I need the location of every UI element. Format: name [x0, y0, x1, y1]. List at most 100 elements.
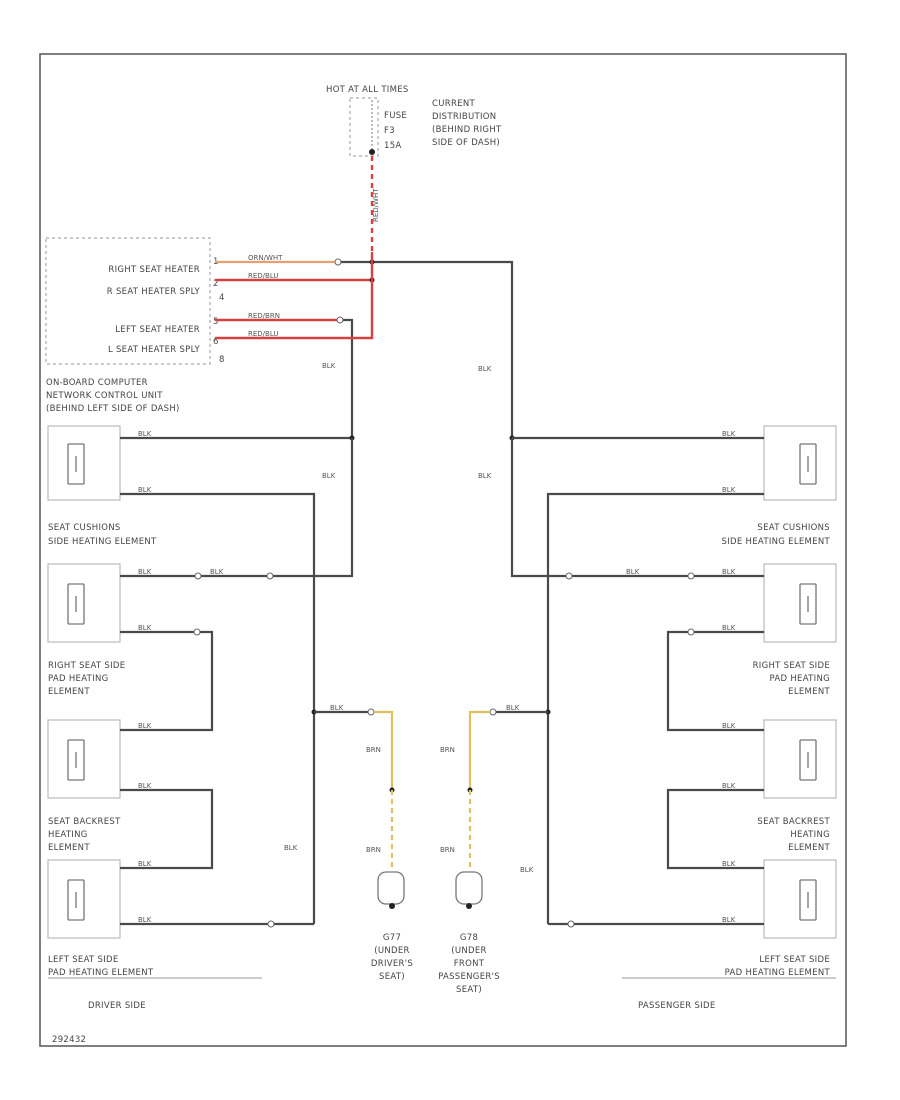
fuse-block: HOT AT ALL TIMES FUSE F3 15A CURRENT DIS…: [326, 85, 502, 157]
left-ground-wire: [374, 710, 394, 790]
ground-label: PASSENGER'S: [438, 972, 500, 982]
left-supply-wire-label: RED/BLU: [248, 330, 279, 338]
right-return: [546, 492, 764, 924]
left-trunk: [272, 438, 354, 578]
ground-label: (UNDER: [451, 946, 487, 956]
diagram-frame: [39, 53, 847, 1047]
left-element-label: PAD HEATING: [48, 674, 109, 684]
left-element-box: [47, 719, 121, 799]
wire-label: BLK: [722, 486, 736, 494]
resistor-symbol: [67, 739, 85, 781]
left-link: [120, 788, 214, 870]
connector-pin: [334, 258, 342, 266]
left-supply-wire: [215, 252, 374, 340]
diagram-id: 292432: [52, 1035, 86, 1045]
fuse-line: 15A: [384, 141, 402, 151]
fuse-line: FUSE: [384, 111, 407, 121]
control-unit-name: NETWORK CONTROL UNIT: [46, 391, 163, 401]
wire-label: BLK: [722, 782, 736, 790]
wire-label: BLK: [722, 860, 736, 868]
left-element-label: RIGHT SEAT SIDE: [48, 661, 125, 671]
ground-terminal: [466, 903, 472, 909]
control-unit: RIGHT SEAT HEATER 1 R SEAT HEATER SPLY 2…: [45, 237, 224, 414]
pin-label: L SEAT HEATER SPLY: [108, 345, 201, 355]
fuse-feed-wire-label: RED/WHT: [372, 188, 380, 222]
wire-label: BLK: [506, 704, 520, 712]
wire-label: BLK: [322, 472, 336, 480]
wire-label: BLK: [322, 362, 336, 370]
left-element-box: [47, 859, 121, 939]
connector-pin: [567, 920, 575, 928]
connector-pin: [367, 708, 375, 716]
wire-label: BLK: [138, 722, 152, 730]
pin-label: LEFT SEAT HEATER: [115, 325, 200, 335]
wire-label: BLK: [478, 472, 492, 480]
ground-wire-label: BRN: [366, 846, 381, 854]
left-element-label: HEATING: [48, 830, 88, 840]
connector-pin: [266, 572, 274, 580]
left-element-label: ELEMENT: [48, 687, 90, 697]
pin-number: 6: [213, 337, 219, 347]
connector-pin: [194, 572, 202, 580]
resistor-symbol: [67, 583, 85, 625]
wire-label: BLK: [722, 430, 736, 438]
pin-label: RIGHT SEAT HEATER: [108, 265, 200, 275]
wire-label: BLK: [722, 624, 736, 632]
ground-wire-label: BRN: [440, 746, 455, 754]
control-unit-name: ON-BOARD COMPUTER: [46, 378, 148, 388]
fuse-terminal: [369, 149, 375, 155]
left-heater-wire-label: RED/BRN: [248, 312, 280, 320]
ground-symbol: [455, 871, 483, 905]
ground-label: DRIVER'S: [371, 959, 413, 969]
right-element-label: PAD HEATING: [769, 674, 830, 684]
ground-label: (UNDER: [374, 946, 410, 956]
ground-g78: G78 (UNDER FRONT PASSENGER'S SEAT): [438, 871, 500, 995]
connector-pin: [687, 572, 695, 580]
wire-label: BLK: [138, 568, 152, 576]
right-link: [666, 788, 764, 870]
ground-label: FRONT: [454, 959, 485, 969]
resistor-symbol: [67, 443, 85, 485]
ground-wire-label: BRN: [440, 846, 455, 854]
right-ground-wire: [468, 710, 490, 790]
wire-label: BLK: [210, 568, 224, 576]
fuse-box-outline: [349, 97, 379, 157]
left-element-box: [47, 425, 121, 501]
resistor-symbol: [799, 583, 817, 625]
wire-label: BLK: [138, 782, 152, 790]
fuse-location-line: SIDE OF DASH): [432, 138, 500, 148]
fuse-line: F3: [384, 126, 395, 136]
connector-pin: [565, 572, 573, 580]
right-element-box: [763, 859, 837, 939]
ground-label: SEAT): [379, 972, 405, 982]
right-element-label: LEFT SEAT SIDE: [759, 955, 830, 965]
wire-label: BLK: [722, 722, 736, 730]
ground-g77: G77 (UNDER DRIVER'S SEAT): [371, 871, 413, 982]
wire-label: BLK: [138, 430, 152, 438]
right-element-label: SIDE HEATING ELEMENT: [721, 537, 830, 547]
ground-label: G78: [460, 933, 478, 943]
wire-label: BLK: [284, 844, 298, 852]
right-element-label: RIGHT SEAT SIDE: [753, 661, 830, 671]
connector-pin: [267, 920, 275, 928]
left-element-label: PAD HEATING ELEMENT: [48, 968, 154, 978]
side-label-right: PASSENGER SIDE: [638, 1001, 716, 1011]
wire-label: BLK: [330, 704, 344, 712]
wire-label: BLK: [138, 624, 152, 632]
control-unit-name: (BEHIND LEFT SIDE OF DASH): [46, 404, 180, 414]
wire-label: BLK: [138, 916, 152, 924]
pin-number: 5: [213, 317, 219, 327]
left-element-label: SIDE HEATING ELEMENT: [48, 537, 157, 547]
connector-pin: [489, 708, 497, 716]
ground-symbol: [377, 871, 405, 905]
right-element-box: [763, 563, 837, 643]
right-heater-wire-black: [341, 260, 514, 438]
ground-terminal: [389, 903, 395, 909]
right-trunk: [510, 438, 566, 578]
fuse-location-line: (BEHIND RIGHT: [432, 125, 502, 135]
wire-label: BLK: [722, 916, 736, 924]
ground-wire-label: BRN: [366, 746, 381, 754]
wire-label: BLK: [138, 860, 152, 868]
fuse-location-line: CURRENT: [432, 99, 475, 109]
